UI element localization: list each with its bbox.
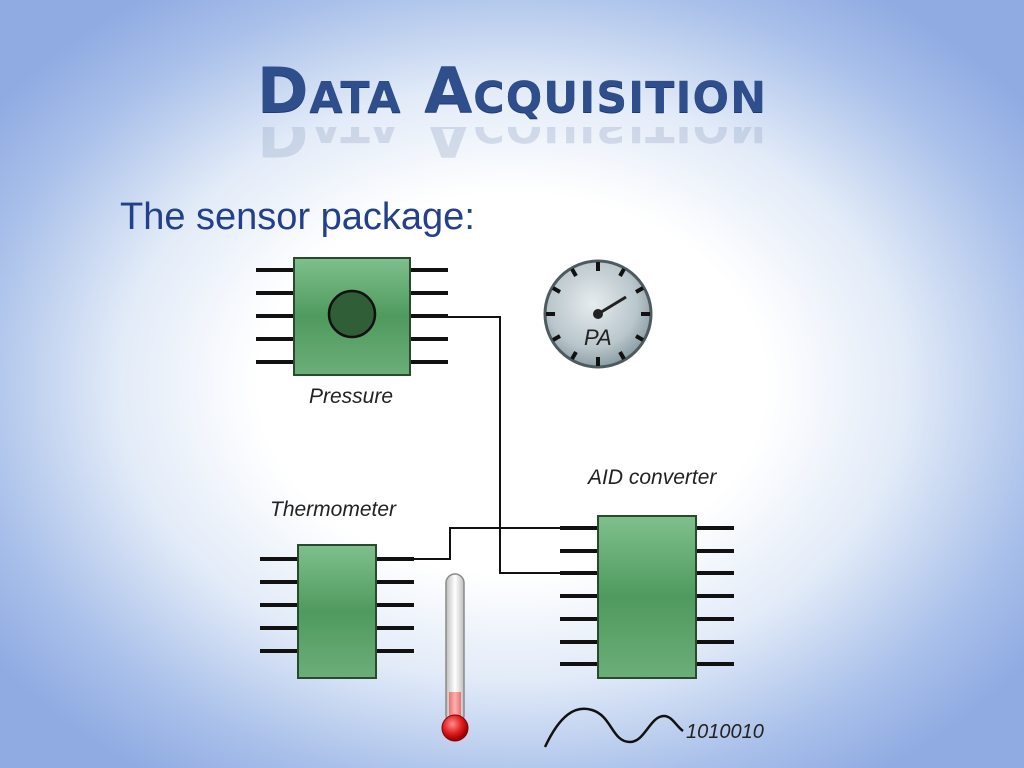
slide-subtitle: The sensor package: <box>120 196 475 238</box>
thermometer-chip-body <box>297 544 377 679</box>
thermometer-label: Thermometer <box>270 498 397 521</box>
thermometer-icon <box>441 573 469 742</box>
thermometer-chip-pins-right <box>376 557 414 653</box>
pressure-chip-pins-right <box>410 268 448 364</box>
analog-wave-icon <box>543 707 684 748</box>
gauge-needle <box>597 295 627 316</box>
wires <box>414 316 560 574</box>
converter-chip-pins-left <box>560 526 598 666</box>
thermometer-sensor-chip <box>260 544 414 679</box>
pressure-port-icon <box>327 289 377 339</box>
slide-title: Data Acquisition <box>256 54 768 127</box>
thermometer-chip-pins-left <box>260 557 298 653</box>
pressure-to-converter-wire <box>448 316 560 574</box>
pressure-sensor-chip <box>256 257 448 376</box>
binary-output: 1010010 <box>686 721 764 743</box>
pressure-chip-pins-left <box>256 268 294 364</box>
converter-chip <box>560 515 734 679</box>
pressure-gauge-icon: PA <box>543 259 653 369</box>
thermometer-to-converter-wire <box>414 527 560 560</box>
pressure-label: Pressure <box>309 385 393 408</box>
converter-chip-pins-right <box>696 526 734 666</box>
gauge-label: PA <box>584 325 612 350</box>
converter-label: AID converter <box>586 466 717 489</box>
converter-chip-body <box>597 515 697 679</box>
title-container: Data Acquisition <box>0 55 1024 127</box>
